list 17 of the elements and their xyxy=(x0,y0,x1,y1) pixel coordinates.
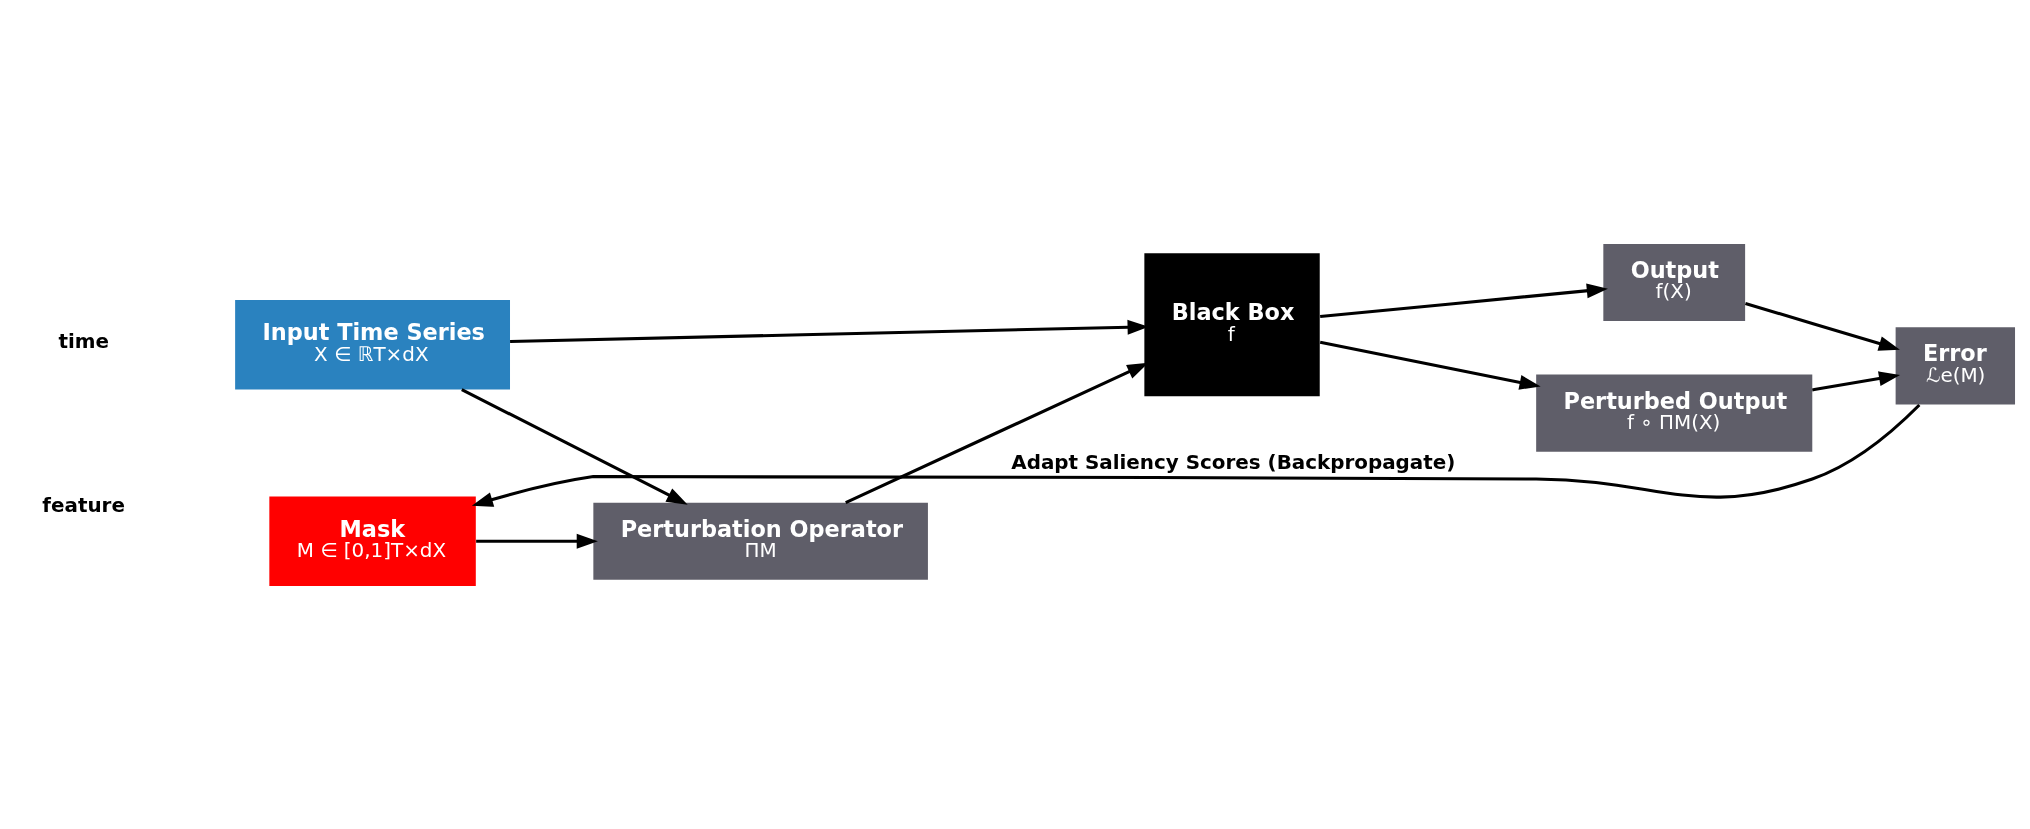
arrow xyxy=(1812,370,1901,391)
label: time xyxy=(58,329,110,353)
arrow xyxy=(461,387,688,505)
node-box: Mask M ∈ [0,1]T×dX xyxy=(269,495,476,586)
arrow xyxy=(471,403,1921,507)
arrow xyxy=(1744,301,1900,351)
node-box: Perturbed Output f ∘ ΠM(X) xyxy=(1536,374,1813,452)
arrow xyxy=(476,533,598,549)
node-box: Output f(X) xyxy=(1603,243,1746,321)
edge-label: Adapt Saliency Scores (Backpropagate) xyxy=(1011,450,1456,474)
node-box: Input Time Series X ∈ ℝT×dX xyxy=(235,299,510,389)
label: feature xyxy=(42,493,125,517)
arrow xyxy=(1319,340,1541,390)
arrow xyxy=(1320,282,1608,318)
node-box: Error ℒe(M) xyxy=(1895,326,2016,404)
node-box: Black Box f xyxy=(1144,252,1320,396)
node-box: Perturbation Operator ΠM xyxy=(593,502,928,580)
